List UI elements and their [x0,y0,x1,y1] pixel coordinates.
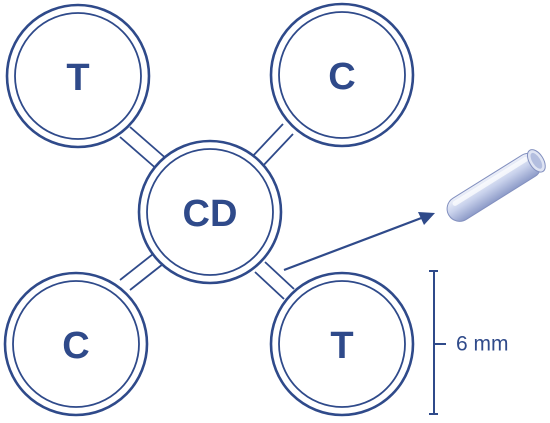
well-label: C [328,56,355,98]
well-top-left: T [5,3,151,149]
well-center: CD [137,139,283,285]
well-bottom-right: T [269,271,415,417]
pointer-arrow [283,212,435,272]
channel-top-left [119,126,170,172]
scale-bar: 6 mm [429,270,509,415]
well-bottom-left: C [3,271,149,417]
scale-bar-label: 6 mm [456,333,509,356]
tube-illustration [446,149,546,222]
well-label: T [330,325,353,367]
channel-top-right [249,123,294,170]
well-label: C [62,325,89,367]
channel-bottom-right [254,261,295,300]
well-label: T [66,57,89,99]
well-top-right: C [269,2,415,148]
channel-bottom-left [119,253,164,291]
well-label: CD [183,193,238,235]
